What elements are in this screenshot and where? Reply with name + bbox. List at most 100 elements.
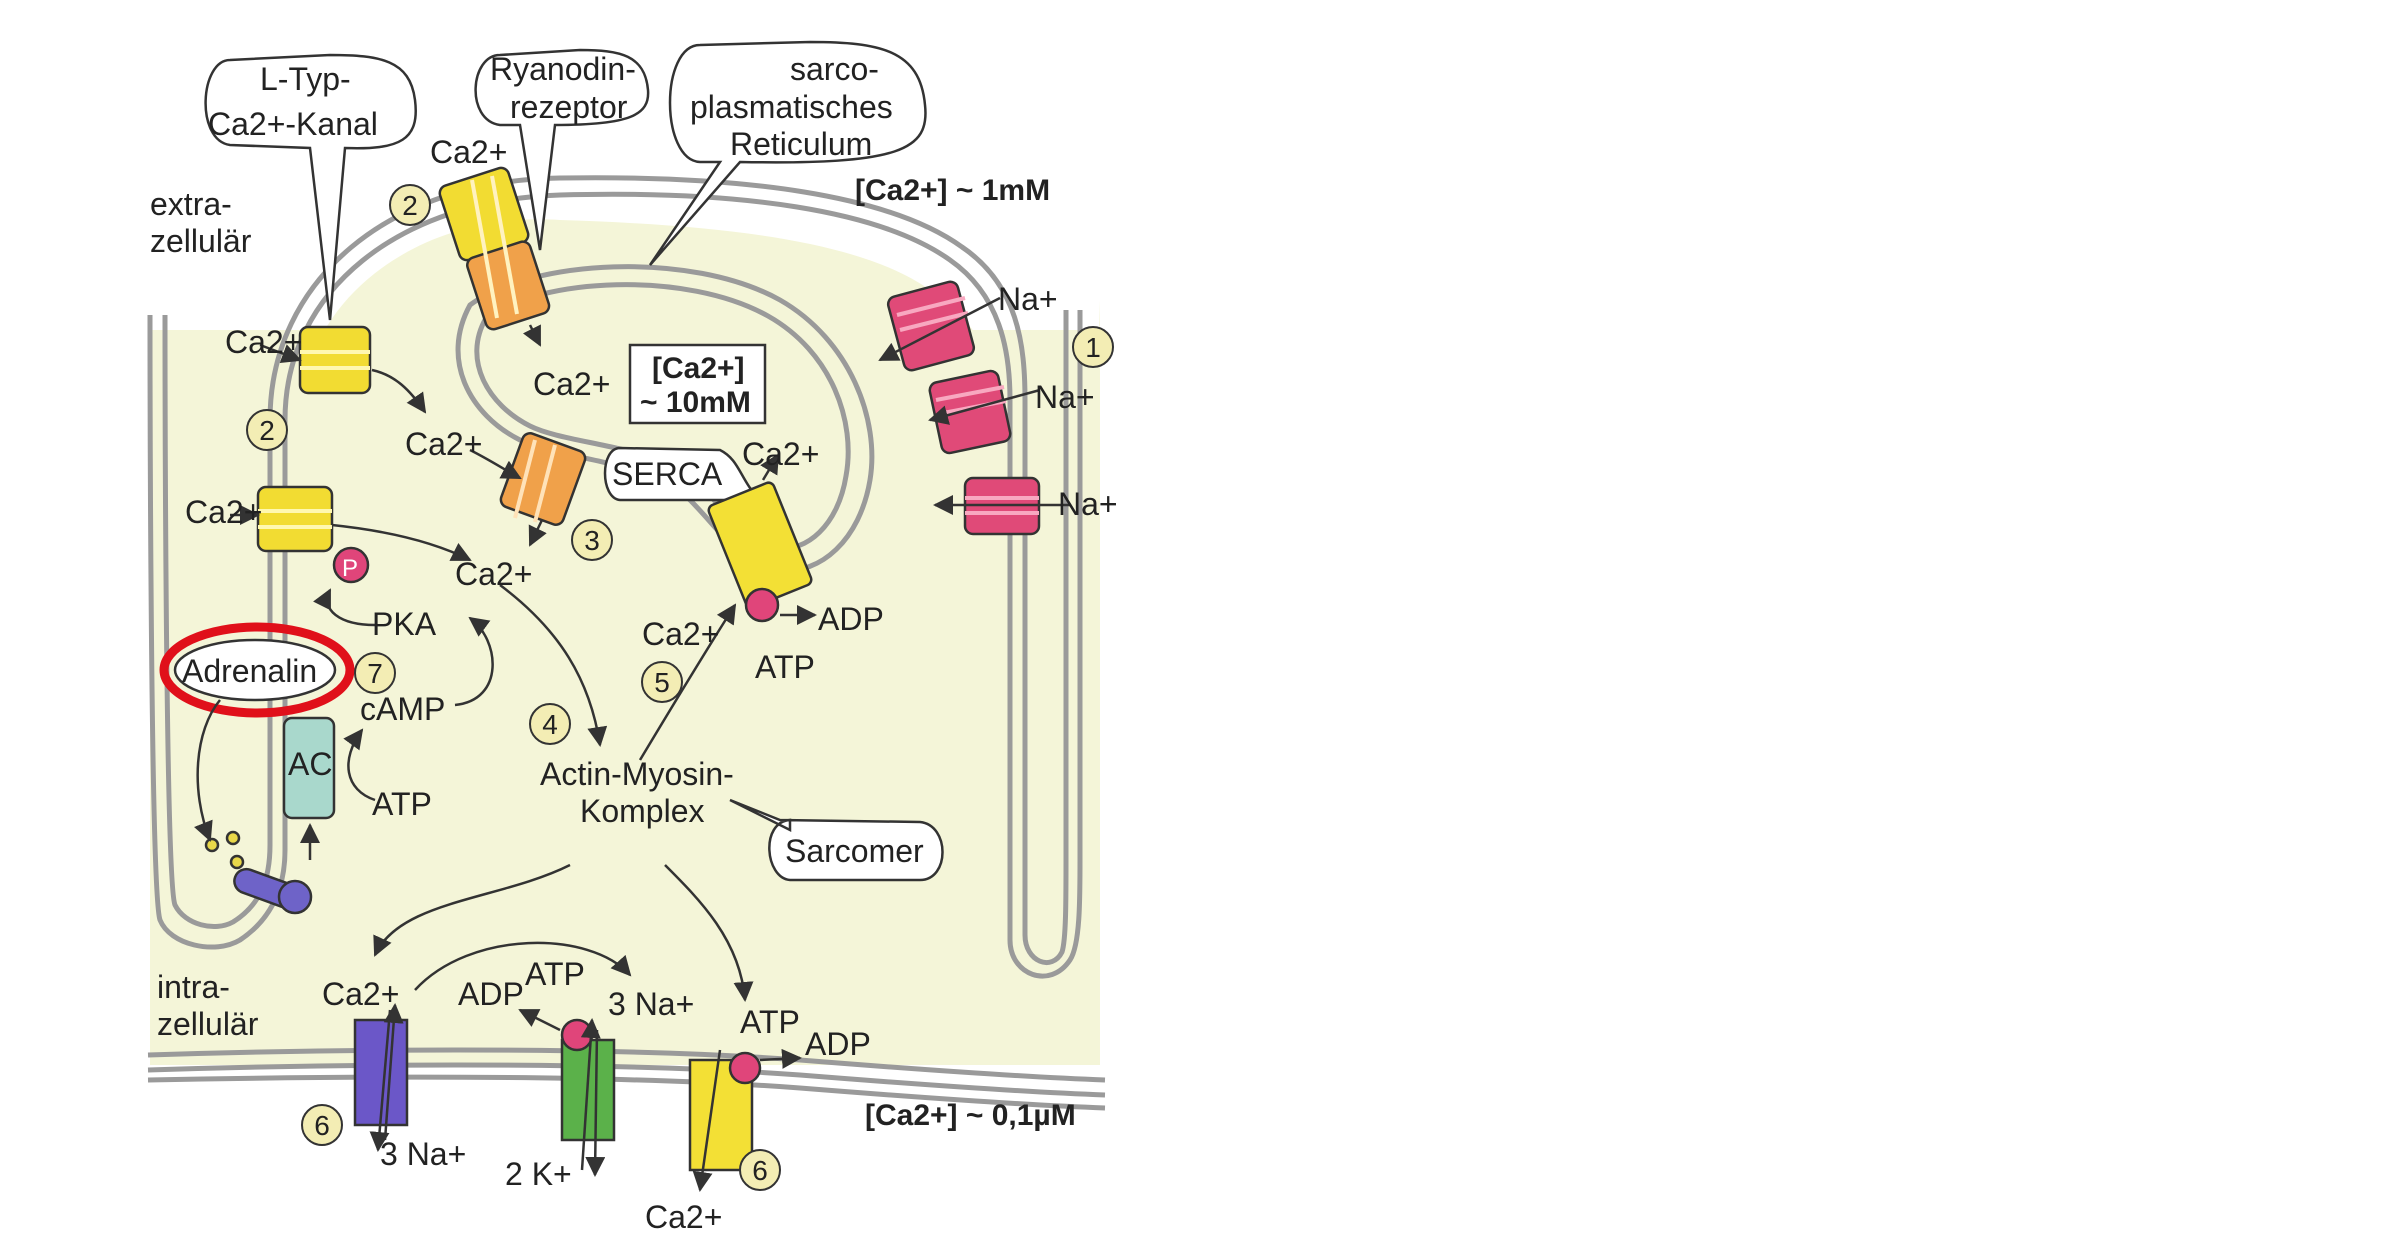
ryanodin-label-2: rezeptor xyxy=(510,89,628,125)
extra-label-1: extra- xyxy=(150,186,232,222)
atp-label-nak: ATP xyxy=(525,956,585,992)
arrow-camp-pka xyxy=(454,616,494,707)
ca-label-serca-in: Ca2+ xyxy=(642,616,719,652)
ca-label-mid: Ca2+ xyxy=(405,426,482,462)
arrow-ryr-into xyxy=(523,324,542,347)
step-number: 5 xyxy=(654,667,670,698)
arrow-serca-up xyxy=(760,453,780,481)
phosphate-label: P xyxy=(342,555,358,582)
pmca xyxy=(688,1051,762,1172)
ca-extra-concentration: [Ca2+] ~ 1mM xyxy=(855,174,1050,207)
arrow-adrenalin xyxy=(194,699,221,842)
arrow-actin-ncx xyxy=(373,863,571,957)
step-number: 4 xyxy=(542,709,558,740)
pka-label: PKA xyxy=(372,606,437,642)
arrow-ca-ltype-in xyxy=(259,343,302,364)
ca-label-ltype: Ca2+ xyxy=(225,324,302,360)
arrow-nak-adp xyxy=(518,1008,561,1032)
ltype-label-2: Ca2+-Kanal xyxy=(208,106,378,142)
two-k-label: 2 K+ xyxy=(505,1156,572,1192)
atp-label-serca: ATP xyxy=(755,649,815,685)
ca-intra-concentration: [Ca2+] ~ 0,1µM xyxy=(865,1099,1076,1132)
arrow-pka-p xyxy=(313,588,376,627)
ltype-bubble xyxy=(204,53,417,321)
na-label-2: Na+ xyxy=(1035,379,1095,415)
arrow-nak-down xyxy=(585,1029,606,1177)
sr-label-2: plasmatisches xyxy=(690,89,893,125)
ryanodin-bubble xyxy=(474,48,650,251)
atp-label-pmca: ATP xyxy=(740,1004,800,1040)
sr-concentration-box xyxy=(628,343,767,425)
na-label-3: Na+ xyxy=(1058,486,1118,522)
exchanger-2 xyxy=(928,369,1012,455)
ca-label-serca: Ca2+ xyxy=(742,436,819,472)
step-number: 2 xyxy=(402,190,418,221)
extra-label-2: zellulär xyxy=(150,223,252,259)
ac-label: AC xyxy=(288,746,332,782)
arrow-atp-camp xyxy=(343,728,376,802)
ca-label-cyto: Ca2+ xyxy=(455,556,532,592)
beta-receptor xyxy=(233,867,313,915)
phosphate-circle xyxy=(332,546,370,584)
adp-label-serca: ADP xyxy=(818,601,884,637)
ca-label-ryr: Ca2+ xyxy=(430,134,507,170)
adrenalin-label: Adrenalin xyxy=(182,653,317,689)
adrenalin-molecule xyxy=(225,830,241,846)
ca-label-ncx: Ca2+ xyxy=(322,976,399,1012)
ryanodine-receptor-3 xyxy=(499,432,587,526)
arrow-ltype-phospho xyxy=(331,523,472,562)
sr-label-1: sarco- xyxy=(790,51,879,87)
ltype-label-1: L-Typ- xyxy=(260,61,351,97)
sr-concentration-line-2: ~ 10mM xyxy=(640,386,751,419)
na-label-1: Na+ xyxy=(998,281,1058,317)
step-number: 2 xyxy=(259,415,275,446)
sr-label-3: Reticulum xyxy=(730,126,872,162)
arrow-actin-pmca xyxy=(664,864,754,1002)
step-number: 6 xyxy=(314,1110,330,1141)
sr-bubble xyxy=(648,40,927,266)
serca-pump xyxy=(707,481,813,623)
ca-label-sr: Ca2+ xyxy=(533,366,610,402)
ca-label-phospho: Ca2+ xyxy=(185,494,262,530)
sarcomer-bubble xyxy=(729,798,944,882)
actin-myosin-label-1: Actin-Myosin- xyxy=(540,756,734,792)
arrow-ryr3-out xyxy=(528,519,547,547)
arrow-to-serca xyxy=(638,603,737,761)
arrow-ncx-down xyxy=(369,1009,392,1152)
sarcolemma-bottom xyxy=(147,1047,1106,1083)
arrow-pmca-down xyxy=(692,1049,722,1192)
arrow-na2 xyxy=(928,388,1041,425)
adrenalin-highlight-ring xyxy=(159,622,355,718)
serca-label: SERCA xyxy=(612,456,723,492)
arrow-nak-up xyxy=(580,1018,601,1171)
actin-myosin-label-2: Komplex xyxy=(580,793,705,829)
step-number: 7 xyxy=(367,658,383,689)
arrow-ncx-up xyxy=(383,1003,404,1141)
arrow-ca-to-ryr3 xyxy=(469,448,522,480)
sr-concentration-line-1: [Ca2+] xyxy=(652,352,745,385)
ryanodine-receptor xyxy=(438,166,551,331)
three-na-label-nak: 3 Na+ xyxy=(608,986,694,1022)
step-number: 1 xyxy=(1085,332,1101,363)
adp-label-nak: ADP xyxy=(458,976,524,1012)
step-number: 6 xyxy=(752,1155,768,1186)
arrow-ca-to-actin xyxy=(499,584,608,747)
three-na-label-ncx: 3 Na+ xyxy=(380,1136,466,1172)
step-number: 3 xyxy=(584,525,600,556)
adrenalin-molecule xyxy=(229,854,245,870)
step-numbers xyxy=(246,184,1114,1191)
arrow-ltype-to-ca xyxy=(371,368,427,414)
adrenalin-molecule xyxy=(204,837,220,853)
arrow-ncx-to-nak xyxy=(414,941,632,991)
camp-label: cAMP xyxy=(360,691,445,727)
ca-label-pmca: Ca2+ xyxy=(645,1199,722,1235)
atp-label-ac: ATP xyxy=(372,786,432,822)
arrow-na1 xyxy=(878,296,1001,362)
adrenalin-bubble xyxy=(173,638,337,702)
intra-label-1: intra- xyxy=(157,969,230,1005)
adp-label-pmca: ADP xyxy=(805,1026,871,1062)
ryanodin-label-1: Ryanodin- xyxy=(490,51,636,87)
adenylate-cyclase xyxy=(282,716,336,820)
